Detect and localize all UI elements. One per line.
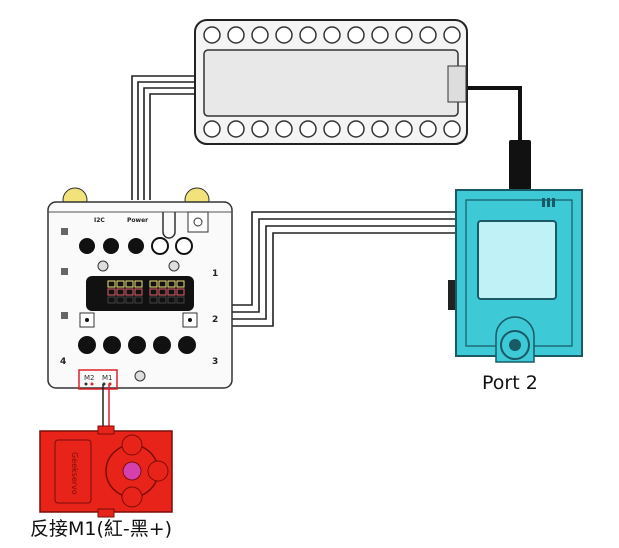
m1-label: M1 xyxy=(102,374,113,382)
brick-hole xyxy=(227,26,245,44)
brick-hole xyxy=(251,120,269,138)
header-pin xyxy=(176,288,185,296)
brick-hole xyxy=(371,26,389,44)
header-pin xyxy=(176,280,185,288)
brick-hole xyxy=(443,120,461,138)
board-to-controller-cable xyxy=(232,211,458,327)
header-pin xyxy=(149,296,158,304)
brick-hole xyxy=(203,26,221,44)
header-pin xyxy=(125,280,134,288)
header-pin xyxy=(107,288,116,296)
geekservo-motor: Geekservo xyxy=(39,425,173,518)
brick-hole xyxy=(299,26,317,44)
header-pin xyxy=(149,280,158,288)
motor-port-highlight xyxy=(78,369,118,390)
port-3-label: 3 xyxy=(212,357,218,367)
brick-hole xyxy=(227,120,245,138)
brick-hole xyxy=(371,120,389,138)
header-pin xyxy=(116,280,125,288)
brick-hole xyxy=(251,26,269,44)
brick-hole xyxy=(419,120,437,138)
header-pin xyxy=(176,296,185,304)
brick-hole xyxy=(443,26,461,44)
header-pin xyxy=(158,288,167,296)
m2-label: M2 xyxy=(84,374,95,382)
brick-hole xyxy=(299,120,317,138)
header-pin xyxy=(167,280,176,288)
header-pin xyxy=(134,288,143,296)
header-pin xyxy=(167,296,176,304)
controller-hub xyxy=(448,189,583,363)
header-pin xyxy=(107,296,116,304)
brick-hole xyxy=(203,120,221,138)
usb-cable xyxy=(466,86,522,140)
header-pin xyxy=(134,296,143,304)
brick-hole xyxy=(395,120,413,138)
port-2-label: 2 xyxy=(212,315,218,325)
header-pin xyxy=(134,280,143,288)
brick-to-board-cable xyxy=(131,75,196,200)
controller-screen xyxy=(477,220,557,300)
brick-hole xyxy=(419,26,437,44)
brick-hole xyxy=(323,26,341,44)
header-pin xyxy=(116,296,125,304)
header-pin xyxy=(158,296,167,304)
brick-hole xyxy=(395,26,413,44)
usb-plug xyxy=(509,140,531,190)
brick-hole xyxy=(347,120,365,138)
port-1-label: 1 xyxy=(212,269,218,279)
servo-brand-text: Geekservo xyxy=(70,452,79,495)
wiring-caption: 反接M1(紅-黑+) xyxy=(30,518,173,540)
header-pin xyxy=(107,280,116,288)
header-pin xyxy=(125,296,134,304)
header-pin xyxy=(149,288,158,296)
i2c-label: I2C xyxy=(94,217,105,224)
brick-hole xyxy=(275,120,293,138)
header-pin xyxy=(116,288,125,296)
expansion-board: M2 M1 I2C Power 1 2 3 4 xyxy=(47,187,233,390)
port-4-label: 4 xyxy=(60,357,66,367)
header-pin xyxy=(158,280,167,288)
brick-hole xyxy=(347,26,365,44)
port-2-label-text: Port 2 xyxy=(482,372,538,394)
power-label: Power xyxy=(127,217,148,224)
battery-brick xyxy=(194,19,468,145)
brick-hole xyxy=(323,120,341,138)
header-pin xyxy=(167,288,176,296)
header-pin xyxy=(125,288,134,296)
brick-hole xyxy=(275,26,293,44)
